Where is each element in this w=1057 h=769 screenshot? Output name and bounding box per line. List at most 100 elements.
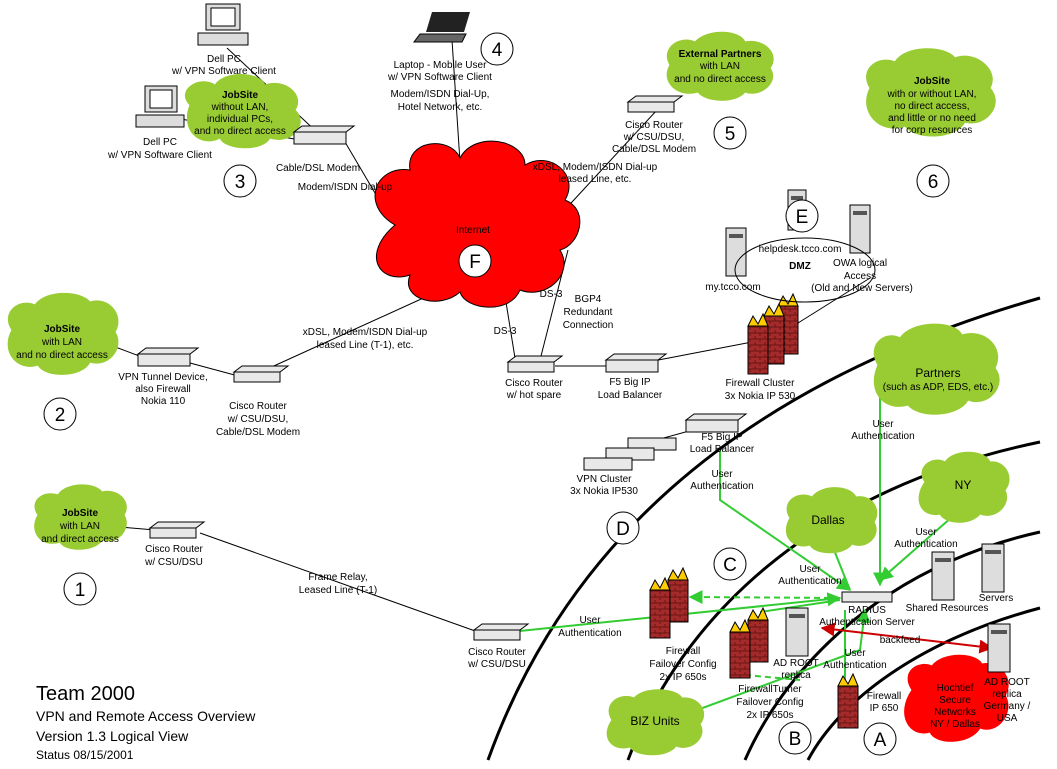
cisco-router-2-icon [232,365,290,383]
f5-a-label: Load Balancer [598,390,663,401]
cisco-bottom-label: w/ CSU/DSU [467,659,526,670]
cisco-hot-label: Cisco Router [505,378,563,389]
laptop-conn-label: Modem/ISDN Dial-Up, [391,89,490,100]
bgp-label: Redundant [564,307,613,318]
marker-3: 3 [223,164,257,198]
network-boxes [136,95,893,641]
cisco-5-label: w/ CSU/DSU, [623,132,685,143]
cisco-bottom-label: Cisco Router [468,647,526,658]
xdsl-5-label: leased Line, etc. [559,174,632,185]
radius-label: RADIUS [848,605,886,616]
servers-label: Servers [979,593,1013,604]
ua-ny-label: Authentication [894,539,957,550]
vpn-tunnel-label: VPN Tunnel Device, [118,372,208,383]
vpn-cluster-label: VPN Cluster [576,474,632,485]
dell-pc-left-label: Dell PC [143,137,177,148]
ad-root-label: replica [781,670,811,681]
cloud-partners-line: (such as ADP, EDS, etc.) [883,382,993,393]
bgp-label: BGP4 [575,294,602,305]
internet-label: Internet [456,225,490,236]
server-servers-icon [981,543,1005,593]
cloud-partners-5-line: with LAN [699,61,740,72]
cloud-jobsite-1-line: and direct access [41,534,119,545]
firewalls [649,292,859,729]
dell-pc-top-icon [197,3,249,46]
svg-text:6: 6 [928,172,939,193]
fw-ip650-label: IP 650 [870,703,899,714]
cloud-jobsite-1-line: with LAN [59,521,100,532]
cloud-biz [606,689,705,756]
cloud-jobsite-2 [7,292,119,375]
vpn-cluster-label: 3x Nokia IP530 [570,486,638,497]
ds3-a-label: DS-3 [540,289,563,300]
dell-pc-top-label: w/ VPN Software Client [171,66,276,77]
f5-b-label: Load Balancer [690,444,755,455]
title-block: Team 2000 VPN and Remote Access Overview… [36,683,256,762]
f5-a-label: F5 Big IP [609,377,650,388]
cisco-1-label: Cisco Router [145,544,203,555]
dell-pc-left-icon [135,85,185,128]
cloud-biz-title: BIZ Units [630,714,679,728]
fw-failover-label: Failover Config [649,659,716,670]
internet-cloud [374,140,581,308]
marker-1: 1 [63,572,97,606]
xdsl-5-label: xDSL, Modem/ISDN Dial-up [533,162,658,173]
ring-4 [806,606,1041,761]
firewall-failover-icon [649,566,689,639]
vpn-tunnel-label: also Firewall [135,384,191,395]
ua-cisco-label: Authentication [558,628,621,639]
fw-cluster-label: 3x Nokia IP 530 [725,391,796,402]
cloud-hochtief [904,654,1009,742]
svg-text:B: B [789,729,802,750]
cloud-jobsite-3-line: and no direct access [194,126,286,137]
ua-ny-label: User [915,527,937,538]
ua-vpn-label: Authentication [690,481,753,492]
marker-6: 6 [916,164,950,198]
radius-label: Authentication Server [819,617,915,628]
cloud-jobsite-6-line: with or without LAN, [887,89,977,100]
marker-b: B [778,721,812,755]
cisco-2-label: Cable/DSL Modem [216,427,300,438]
ua-bottom-label: User [844,648,866,659]
ad-root-label: AD ROOT [773,658,819,669]
modem-isdn-label: Modem/ISDN Dial-up [298,182,393,193]
marker-4: 4 [480,32,514,66]
laptop-conn-label: Hotel Network, etc. [398,102,482,113]
svg-text:F: F [469,252,481,273]
firewall-turner-icon [729,606,769,679]
marker-d: D [606,511,640,545]
cloud-jobsite-2-line: and no direct access [16,350,108,361]
ad-root-germany-label: replica [992,689,1022,700]
cloud-dallas-title: Dallas [811,513,844,527]
firewall-ip650-icon [837,672,859,729]
cloud-jobsite-6-title: JobSite [914,76,951,87]
cisco-5-label: Cable/DSL Modem [612,144,696,155]
svg-text:4: 4 [492,40,503,61]
vpn-cluster-icon [583,437,677,471]
xdsl-2-label: xDSL, Modem/ISDN Dial-up [303,327,428,338]
marker-2: 2 [43,397,77,431]
bgp-label: Connection [563,320,614,331]
ad-root-germany-label: AD ROOT [984,677,1030,688]
cloud-partners-5-title: External Partners [679,49,762,60]
cloud-jobsite-1 [34,484,127,550]
ua-dallas-label: User [799,564,821,575]
xdsl-2-label: leased Line (T-1), etc. [317,340,414,351]
